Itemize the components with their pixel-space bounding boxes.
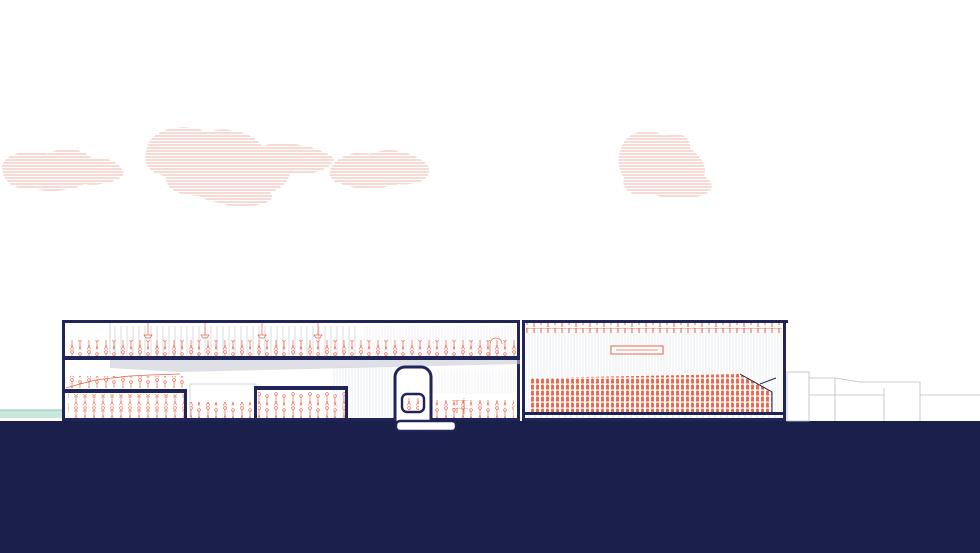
mezzanine-stair (65, 373, 181, 389)
left-landscape (0, 409, 62, 418)
auditorium-structure (522, 320, 788, 421)
upper-slab (62, 356, 520, 360)
elevator-figure (405, 398, 419, 410)
floor-grille (525, 415, 783, 418)
elevator-core (393, 365, 458, 433)
green-strip (0, 410, 62, 418)
cloud-3 (214, 188, 273, 207)
hall-floor (62, 418, 520, 421)
planter (452, 398, 468, 414)
hall-left-wall (62, 320, 65, 421)
cloud-2 (145, 127, 334, 203)
seating-rake (530, 374, 772, 412)
transfer-plate (110, 360, 520, 372)
ground-center-room (258, 392, 346, 420)
center-room-left (254, 386, 257, 421)
auditorium (522, 320, 788, 421)
pendant-lamps (143, 322, 503, 356)
left-room-wall (184, 389, 187, 421)
cloud-1 (2, 149, 124, 191)
elevator-pit (394, 419, 458, 433)
mezz-slab-left (62, 389, 186, 393)
rake-stair (739, 373, 773, 412)
clouds (2, 127, 712, 207)
cloud-5 (618, 131, 712, 199)
hall-right-wall (517, 320, 520, 421)
service-volume-c (432, 370, 516, 394)
neighboring-buildings (786, 371, 980, 422)
ground-east-crowd (430, 400, 514, 420)
upper-crowd (68, 340, 516, 356)
hall-roof (62, 320, 520, 323)
ground-left-room (68, 394, 184, 420)
cloud-4 (329, 150, 430, 189)
elevator-cab (400, 392, 426, 414)
service-volume-b (332, 366, 392, 420)
mezzanine-crowd (66, 376, 186, 388)
center-room-top (254, 386, 348, 390)
hall-structure (62, 320, 520, 421)
center-room-right (345, 386, 348, 421)
ground-mass (0, 421, 980, 553)
ceiling-truss (526, 323, 782, 333)
ground-foyer-crowd (186, 402, 256, 420)
main-hall (62, 320, 520, 421)
